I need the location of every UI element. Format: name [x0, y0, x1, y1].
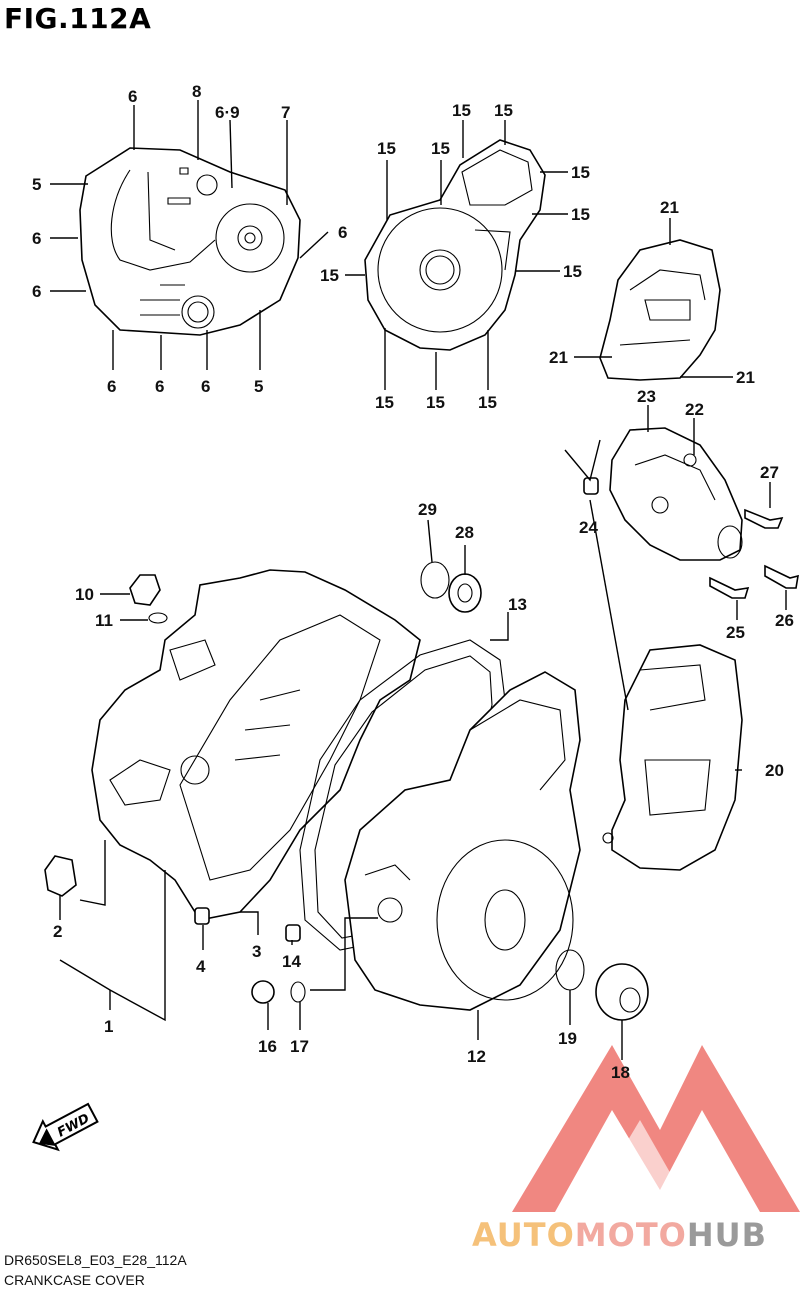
callout-23: 23 [637, 387, 656, 406]
callout-26: 26 [775, 611, 794, 630]
footer: DR650SEL8_E03_E28_112A CRANKCASE COVER [4, 1250, 187, 1290]
callout-1: 1 [104, 1017, 113, 1036]
crankcase-part [91, 569, 421, 921]
callout-19: 19 [558, 1029, 577, 1048]
callout-24: 24 [579, 518, 598, 537]
callout-8: 8 [192, 82, 201, 101]
callout-3: 3 [252, 942, 261, 961]
watermark-text: AUTOMOTOHUB [472, 1216, 767, 1254]
oil-plug-part [129, 574, 161, 606]
drain-bolt-part [251, 980, 275, 1004]
generator-cover-part [364, 139, 546, 351]
watermark-moto: MOTO [574, 1216, 687, 1254]
callout-15: 15 [571, 163, 590, 182]
leader-lines [50, 100, 787, 1060]
callout-10: 10 [75, 585, 94, 604]
callout-6: 6 [107, 377, 116, 396]
callout-13: 13 [508, 595, 527, 614]
callout-28: 28 [455, 523, 474, 542]
callout-21: 21 [549, 348, 568, 367]
callout-labels: 6 8 6·9 7 5 6 6 6 6 6 6 5 15 15 15 15 15… [32, 82, 794, 1082]
callout-15: 15 [452, 101, 471, 120]
cap-plug-part [44, 855, 77, 897]
watermark-hub: HUB [686, 1216, 768, 1254]
bolt-25-part [709, 576, 750, 599]
callout-21: 21 [660, 198, 679, 217]
callout-6: 6 [201, 377, 210, 396]
automotohub-logo [512, 1045, 800, 1212]
callout-12: 12 [467, 1047, 486, 1066]
callout-17: 17 [290, 1037, 309, 1056]
callout-15: 15 [478, 393, 497, 412]
callout-16: 16 [258, 1037, 277, 1056]
clutch-cover-part [79, 147, 301, 336]
callout-15: 15 [571, 205, 590, 224]
callout-2: 2 [53, 922, 62, 941]
diagram-code: DR650SEL8_E03_E28_112A [4, 1252, 187, 1268]
callout-27: 27 [760, 463, 779, 482]
small-parts [44, 477, 799, 1021]
callout-6: 6 [32, 282, 41, 301]
circlip-part [420, 561, 450, 599]
callout-6: 6 [338, 223, 347, 242]
callout-22: 22 [685, 400, 704, 419]
callout-5: 5 [254, 377, 263, 396]
callout-20: 20 [765, 761, 784, 780]
diagram-caption: CRANKCASE COVER [4, 1272, 145, 1288]
watermark-auto: AUTO [472, 1216, 575, 1254]
callout-21: 21 [736, 368, 755, 387]
callout-14: 14 [282, 952, 301, 971]
bolt-27-part [744, 508, 784, 529]
figure-title: FIG.112A [4, 2, 152, 35]
callout-15: 15 [494, 101, 513, 120]
callout-18: 18 [611, 1063, 630, 1082]
sprocket-cover-upper-part [599, 239, 721, 381]
callout-6: 6 [32, 229, 41, 248]
callout-11: 11 [95, 611, 113, 630]
bolt-26-part [764, 564, 799, 589]
sprocket-cover-lower-part [602, 644, 743, 871]
callout-29: 29 [418, 500, 437, 519]
crankcase-cover-part [344, 671, 581, 1011]
callout-6: 6 [155, 377, 164, 396]
callout-15: 15 [375, 393, 394, 412]
callout-5: 5 [32, 175, 41, 194]
dowel-pin-part [194, 907, 210, 925]
callout-15: 15 [320, 266, 339, 285]
callout-6: 6 [128, 87, 137, 106]
release-cylinder-part [609, 427, 743, 561]
callout-15: 15 [426, 393, 445, 412]
callout-15: 15 [563, 262, 582, 281]
callout-7: 7 [281, 103, 290, 122]
callout-15: 15 [431, 139, 450, 158]
fwd-arrow: FWD [32, 1102, 99, 1152]
callout-25: 25 [726, 623, 745, 642]
dowel-pin-part-2 [285, 924, 301, 942]
callout-15: 15 [377, 139, 396, 158]
callout-4: 4 [196, 957, 206, 976]
callout-6-9: 6·9 [215, 103, 240, 122]
bearing-part [448, 573, 482, 613]
